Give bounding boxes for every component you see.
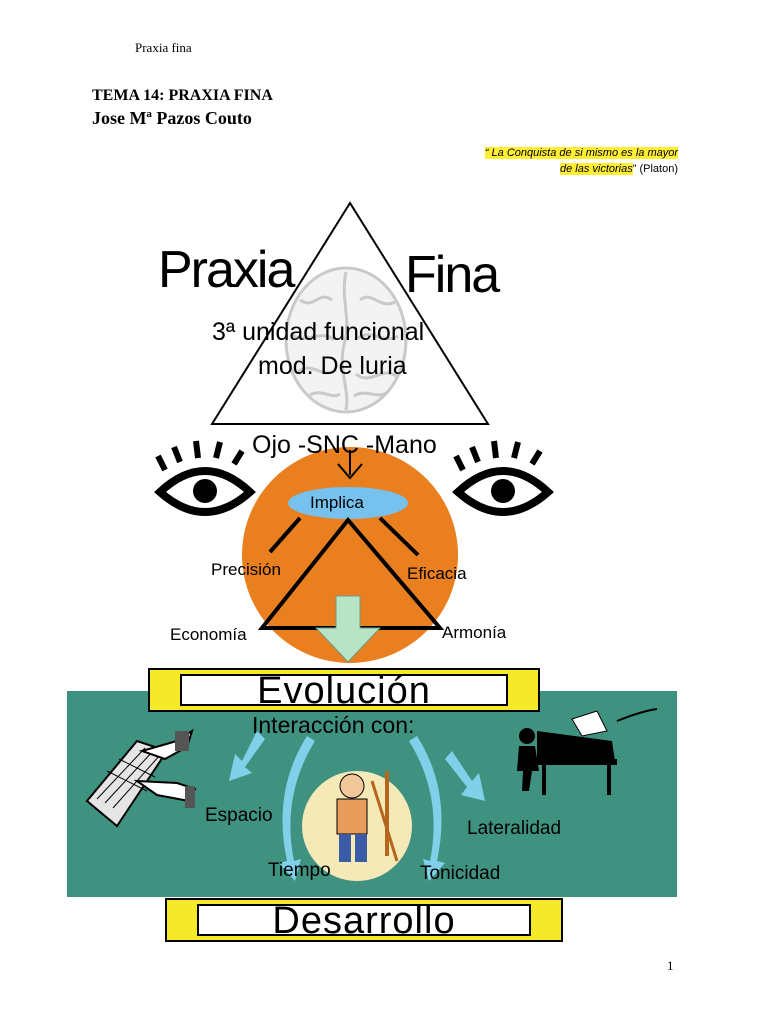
fina-label: Fina — [405, 246, 500, 304]
document-title: TEMA 14: PRAXIA FINA — [92, 87, 273, 104]
evolucion-frame: Evolución — [180, 670, 508, 712]
economia-label: Economía — [170, 625, 247, 644]
unit-line-2: mod. De luria — [258, 352, 407, 380]
desarrollo-frame: Desarrollo — [197, 900, 531, 942]
evolucion-banner: Evolución — [148, 668, 540, 712]
pianist-icon — [517, 708, 658, 795]
arrow-down-icon — [314, 595, 382, 663]
eficacia-label: Eficacia — [407, 564, 467, 583]
evolucion-label: Evolución — [257, 670, 431, 712]
arrow-down-icon — [337, 463, 363, 480]
eye-icon — [452, 440, 554, 516]
brain-icon — [284, 266, 408, 414]
armonia-label: Armonía — [442, 623, 507, 642]
arrow-down-icon — [229, 731, 265, 781]
arrow-down-icon — [409, 736, 445, 881]
praxia-label: Praxia — [158, 241, 295, 299]
quote-source: (Platon) — [636, 163, 678, 175]
quote: “ La Conquista de si mismo es la mayor d… — [418, 145, 678, 177]
desarrollo-label: Desarrollo — [272, 900, 456, 942]
document-author: Jose Mª Pazos Couto — [92, 108, 252, 128]
interaccion-label: Interacción con: — [252, 712, 415, 738]
desarrollo-banner: Desarrollo — [165, 898, 563, 942]
eye-icon — [154, 440, 256, 516]
precision-label: Precisión — [211, 560, 281, 579]
page-number: 1 — [667, 958, 674, 973]
implica-ellipse — [288, 487, 408, 519]
unit-line-1: 3ª unidad funcional — [212, 318, 425, 346]
chain-label: Ojo -SNC -Mano — [252, 431, 437, 459]
quote-close: ” — [632, 163, 637, 175]
lateralidad-label: Lateralidad — [467, 818, 562, 839]
tiempo-label: Tiempo — [268, 860, 331, 881]
tonicidad-label: Tonicidad — [420, 863, 501, 884]
praxia-triangle — [210, 201, 490, 425]
implica-label: Implica — [310, 493, 364, 512]
quote-line-1: “ La Conquista de si mismo es la mayor — [484, 147, 678, 159]
running-header: Praxia fina — [135, 40, 192, 55]
quote-line-2: de las victorias — [559, 163, 633, 175]
espacio-label: Espacio — [205, 805, 273, 826]
painter-icon — [302, 771, 412, 881]
keyboard-icon — [85, 728, 197, 828]
arrow-down-icon — [445, 751, 485, 801]
interaction-graphics — [85, 708, 658, 881]
arrow-down-icon — [279, 736, 315, 881]
